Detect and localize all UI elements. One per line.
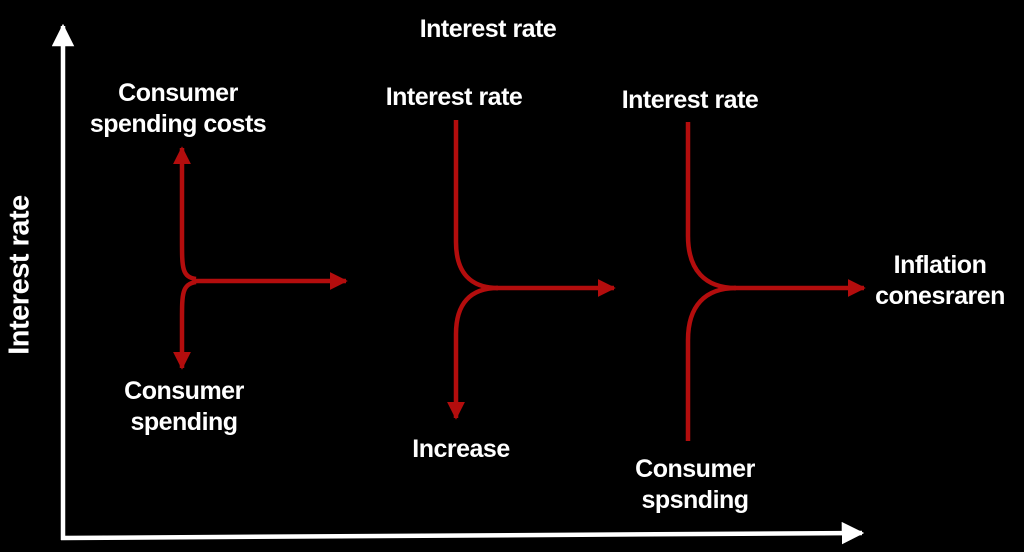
node-right-line2: conesraren — [875, 282, 1005, 310]
node-c-bottom-line1: Consumer — [635, 455, 755, 483]
node-a-top-line2: spending costs — [89, 110, 267, 138]
node-right: Inflation conesraren — [875, 250, 1005, 312]
node-c-top: Interest rate — [621, 86, 759, 114]
y-axis-label: Interest rate — [3, 195, 36, 355]
curve-c-top — [685, 122, 737, 291]
arrow-a-down — [173, 279, 197, 370]
curve-c-bottom — [685, 285, 737, 441]
node-c-bottom: Consumer spsnding — [635, 454, 755, 516]
node-a-bottom-line2: spending — [130, 408, 238, 436]
x-axis — [60, 521, 865, 545]
node-a-bottom: Consumer spending — [124, 376, 244, 438]
node-b-top: Interest rate — [385, 83, 523, 111]
node-a-top: Consumer spending costs — [89, 78, 267, 140]
diagram-title: Interest rate — [419, 15, 557, 43]
node-a-top-line1: Consumer — [118, 79, 238, 107]
arrow-b-down — [447, 285, 499, 420]
node-a-bottom-line1: Consumer — [124, 377, 244, 405]
arrow-a-up — [173, 146, 197, 282]
node-c-bottom-line2: spsnding — [641, 486, 749, 514]
node-b-bottom: Increase — [412, 435, 510, 463]
node-right-line1: Inflation — [893, 251, 987, 279]
curve-b-top — [453, 120, 499, 291]
